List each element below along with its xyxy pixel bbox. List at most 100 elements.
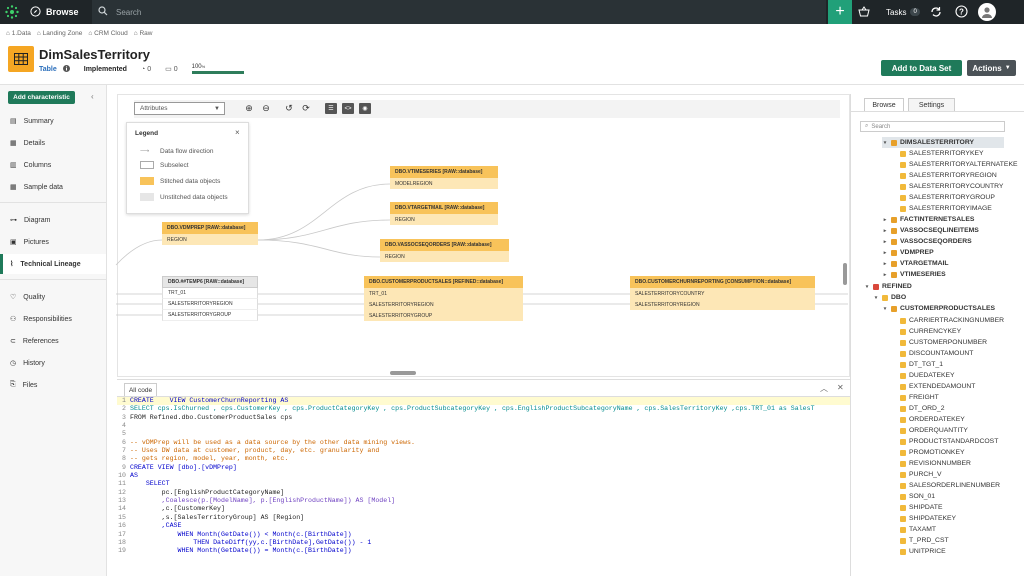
tree-item[interactable]: DISCOUNTAMOUNT bbox=[900, 348, 973, 359]
tree-search-input[interactable]: ⌕Search bbox=[860, 121, 1005, 132]
actions-button[interactable]: Actions▼ bbox=[967, 60, 1016, 76]
canvas-vertical-scrollbar[interactable] bbox=[843, 263, 847, 285]
tree-item[interactable]: SALESTERRITORYIMAGE bbox=[900, 203, 992, 214]
code-view-icon[interactable]: <> bbox=[342, 103, 354, 114]
tree-item[interactable]: ▸VTIMESERIES bbox=[882, 269, 946, 280]
tree-item[interactable]: DT_TGT_1 bbox=[900, 359, 943, 370]
sidebar-item-references[interactable]: ⊂References bbox=[0, 331, 106, 351]
responsibilities-count[interactable]: ▭0 bbox=[165, 65, 178, 74]
tree-item[interactable]: SON_01 bbox=[900, 491, 935, 502]
global-search[interactable]: Search bbox=[92, 0, 826, 24]
node-column[interactable]: TRT_01 bbox=[162, 288, 258, 299]
tree-item[interactable]: CARRIERTRACKINGNUMBER bbox=[900, 315, 1004, 326]
lineage-node[interactable]: DBO.VDMPREP [RAW::database] REGION bbox=[162, 222, 258, 245]
tree-item[interactable]: SHIPDATE bbox=[900, 502, 943, 513]
sync-icon[interactable] bbox=[930, 6, 942, 18]
tree-item[interactable]: ▸VASSOCSEQLINEITEMS bbox=[882, 225, 979, 236]
tree-item[interactable]: ORDERQUANTITY bbox=[900, 425, 968, 436]
basket-icon[interactable] bbox=[858, 6, 870, 17]
tree-item[interactable]: SHIPDATEKEY bbox=[900, 513, 956, 524]
breadcrumb-item[interactable]: ⌂ 1.Data bbox=[6, 30, 31, 37]
sidebar-item-columns[interactable]: ▥Columns bbox=[0, 155, 106, 175]
list-view-icon[interactable]: ☰ bbox=[325, 103, 337, 114]
lineage-node[interactable]: DBO.CUSTOMERPRODUCTSALES [REFINED::datab… bbox=[364, 276, 523, 321]
tree-item[interactable]: FREIGHT bbox=[900, 392, 939, 403]
tree-item[interactable]: ▸VDMPREP bbox=[882, 247, 934, 258]
tab-all-code[interactable]: All code bbox=[124, 383, 157, 396]
node-column[interactable]: SALESTERRITORYCOUNTRY bbox=[630, 288, 815, 299]
tab-browse[interactable]: Browse bbox=[864, 98, 904, 111]
close-icon[interactable]: × bbox=[235, 128, 240, 137]
tree-item[interactable]: CUSTOMERPONUMBER bbox=[900, 337, 987, 348]
asset-type-link[interactable]: Table bbox=[39, 65, 57, 73]
node-column[interactable]: REGION bbox=[162, 234, 258, 245]
lineage-node[interactable]: DBO.VASSOCSEQORDERS [RAW::database] REGI… bbox=[380, 239, 509, 262]
info-icon[interactable] bbox=[62, 64, 70, 74]
tree-item[interactable]: DT_ORD_2 bbox=[900, 403, 945, 414]
breadcrumb-item[interactable]: ⌂ CRM Cloud bbox=[88, 30, 128, 37]
node-column[interactable]: SALESTERRITORYREGION bbox=[162, 299, 258, 310]
node-column[interactable]: MODELREGION bbox=[390, 178, 498, 189]
sidebar-item-history[interactable]: ◷History bbox=[0, 353, 106, 373]
user-avatar[interactable] bbox=[978, 3, 996, 21]
zoom-in-icon[interactable]: ⊕ bbox=[245, 103, 253, 113]
comments-count[interactable]: ◔0 bbox=[141, 66, 151, 73]
lineage-node[interactable]: DBO.VTIMESERIES [RAW::database] MODELREG… bbox=[390, 166, 498, 189]
node-column[interactable]: SALESTERRITORYREGION bbox=[364, 299, 523, 310]
app-logo-icon[interactable] bbox=[0, 0, 24, 24]
tree-item[interactable]: SALESTERRITORYALTERNATEKE bbox=[900, 159, 1018, 170]
chevron-up-icon[interactable]: ︿ bbox=[820, 384, 828, 393]
breadcrumb-item[interactable]: ⌂ Landing Zone bbox=[36, 30, 83, 37]
sidebar-item-files[interactable]: ⎘Files bbox=[0, 375, 106, 395]
tree-item[interactable]: DUEDATEKEY bbox=[900, 370, 955, 381]
tree-item[interactable]: ▸VASSOCSEQORDERS bbox=[882, 236, 972, 247]
tree-item[interactable]: SALESTERRITORYCOUNTRY bbox=[900, 181, 1003, 192]
tree-item[interactable]: ORDERDATEKEY bbox=[900, 414, 965, 425]
tree-item[interactable]: CURRENCYKEY bbox=[900, 326, 961, 337]
compass-icon[interactable]: ◉ bbox=[359, 103, 371, 114]
close-icon[interactable]: ✕ bbox=[837, 383, 844, 392]
tree-item[interactable]: SALESTERRITORYREGION bbox=[900, 170, 997, 181]
attributes-dropdown[interactable]: Attributes▼ bbox=[134, 102, 225, 115]
sidebar-item-summary[interactable]: ▤Summary bbox=[0, 111, 106, 131]
node-column[interactable]: REGION bbox=[380, 251, 509, 262]
node-column[interactable]: REGION bbox=[390, 214, 498, 225]
lineage-node[interactable]: DBO.VTARGETMAIL [RAW::database] REGION bbox=[390, 202, 498, 225]
tree-item[interactable]: PURCH_V bbox=[900, 469, 941, 480]
lineage-node[interactable]: DBO.##TEMP6 [RAW::database] TRT_01 SALES… bbox=[162, 276, 258, 321]
tab-settings[interactable]: Settings bbox=[908, 98, 955, 111]
sidebar-item-sample-data[interactable]: ▦Sample data bbox=[0, 177, 106, 197]
tree-item[interactable]: ▾CUSTOMERPRODUCTSALES bbox=[882, 303, 995, 314]
rotate-left-icon[interactable]: ↺ bbox=[285, 103, 293, 113]
browse-button[interactable]: Browse bbox=[30, 0, 86, 24]
tree-item[interactable]: ▸FACTINTERNETSALES bbox=[882, 214, 975, 225]
help-icon[interactable]: ? bbox=[955, 5, 968, 18]
tree-item[interactable]: EXTENDEDAMOUNT bbox=[900, 381, 975, 392]
node-column[interactable]: SALESTERRITORYGROUP bbox=[364, 310, 523, 321]
tree-item[interactable]: SALESTERRITORYKEY bbox=[900, 148, 984, 159]
sidebar-item-quality[interactable]: ♡Quality bbox=[0, 287, 106, 307]
canvas-horizontal-scrollbar[interactable] bbox=[390, 371, 416, 375]
refresh-icon[interactable]: ⟳ bbox=[302, 103, 310, 113]
tree-item[interactable]: ▸VTARGETMAIL bbox=[882, 258, 949, 269]
tree-item[interactable]: ▾REFINED bbox=[864, 281, 912, 292]
tree-item[interactable]: REVISIONNUMBER bbox=[900, 458, 971, 469]
node-column[interactable]: TRT_01 bbox=[364, 288, 523, 299]
tree-item[interactable]: UNITPRICE bbox=[900, 546, 946, 557]
node-column[interactable]: SALESTERRITORYREGION bbox=[630, 299, 815, 310]
tree-item[interactable]: TAXAMT bbox=[900, 524, 936, 535]
sidebar-item-technical-lineage[interactable]: ⌇Technical Lineage bbox=[0, 254, 106, 274]
tree-item[interactable]: SALESORDERLINENUMBER bbox=[900, 480, 1000, 491]
sidebar-item-details[interactable]: ▦Details bbox=[0, 133, 106, 153]
breadcrumb-item[interactable]: ⌂ Raw bbox=[133, 30, 153, 37]
lineage-node[interactable]: DBO.CUSTOMERCHURNREPORTING [CONSUMPTION:… bbox=[630, 276, 815, 310]
tree-item[interactable]: PRODUCTSTANDARDCOST bbox=[900, 436, 998, 447]
create-button[interactable]: + bbox=[828, 0, 852, 24]
tree-item[interactable]: ▾DIMSALESTERRITORY bbox=[882, 137, 1004, 148]
add-to-data-set-button[interactable]: Add to Data Set bbox=[881, 60, 962, 76]
add-characteristic-button[interactable]: Add characteristic bbox=[8, 91, 75, 104]
sidebar-item-diagram[interactable]: ⊶Diagram bbox=[0, 210, 106, 230]
node-column[interactable]: SALESTERRITORYGROUP bbox=[162, 310, 258, 321]
sidebar-item-pictures[interactable]: ▣Pictures bbox=[0, 232, 106, 252]
